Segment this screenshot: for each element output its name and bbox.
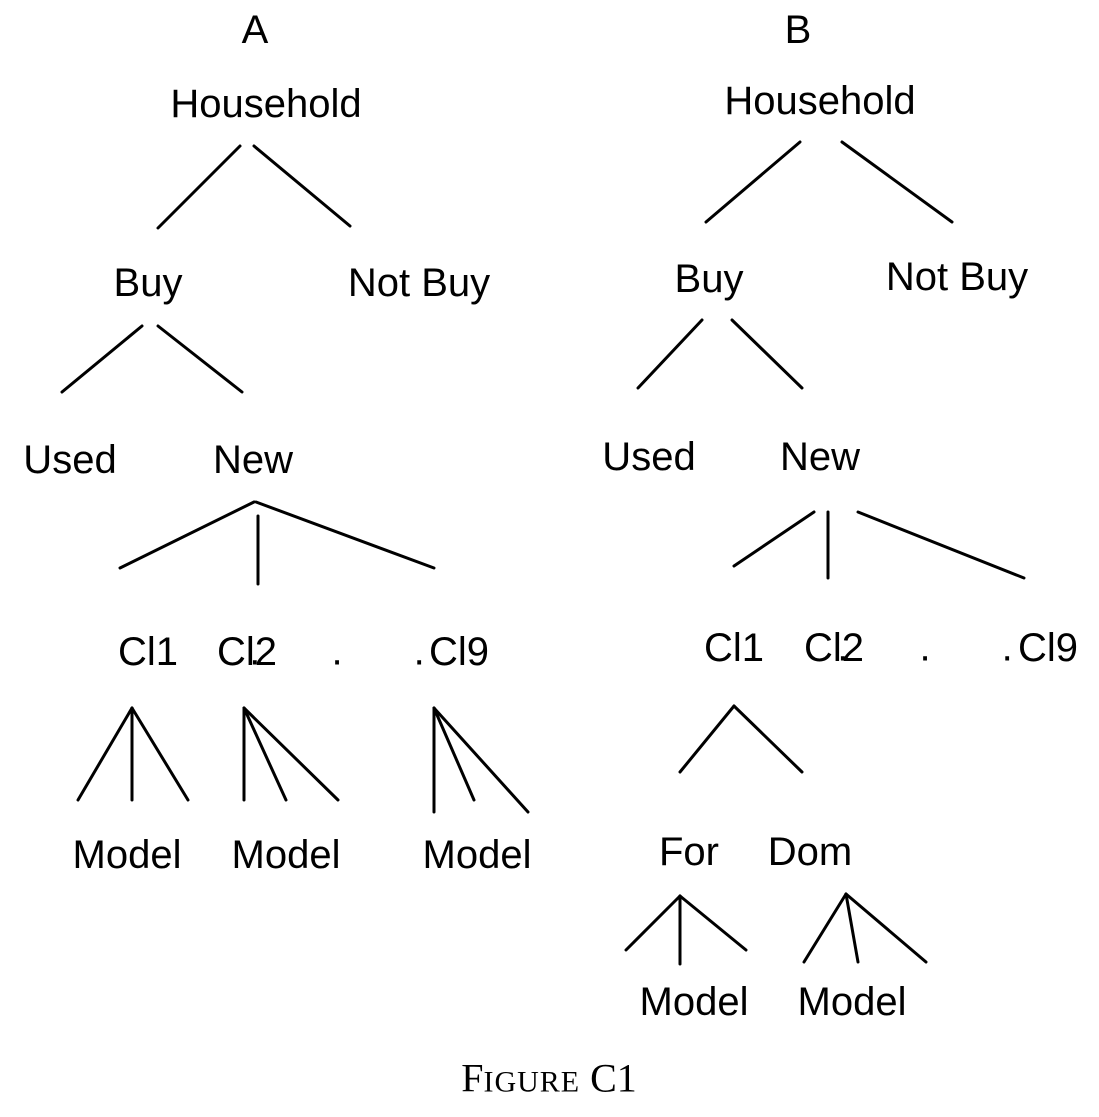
edge-a-cl9-m3 — [432, 706, 530, 814]
edge-a-cl2-m3 — [242, 706, 340, 802]
edge-a-buy-new — [156, 324, 244, 394]
panel-a-class-node: Cl1 — [117, 630, 179, 674]
panel-b-class-node: Cl9 — [1017, 626, 1079, 670]
edge-a-household-notbuy — [252, 144, 352, 228]
edge-a-cl1-m3 — [130, 706, 190, 802]
edge-a-buy-used — [60, 324, 144, 394]
panel-b-label: B — [784, 8, 812, 52]
panel-a-model-node: Model — [422, 833, 532, 877]
edge-a-cl9-m2 — [432, 706, 476, 802]
edge-a-cl1-m1 — [76, 706, 134, 802]
edge-b-household-notbuy — [840, 140, 954, 224]
panel-b-model-node: Model — [797, 980, 907, 1024]
edge-b-household-buy — [704, 140, 802, 224]
edge-b-dom-m1 — [802, 892, 848, 964]
panel-b-class-node: Cl1 — [703, 626, 765, 670]
panel-b-class-node: Cl2 — [803, 626, 865, 670]
panel-b-foreign-node: For — [659, 830, 719, 874]
edge-b-buy-used — [636, 318, 704, 390]
panel-b-domestic-node: Dom — [767, 830, 853, 874]
edge-b-new-cl9 — [856, 510, 1026, 580]
panel-a-model-node: Model — [72, 833, 182, 877]
panel-b-used-node: Used — [602, 435, 696, 479]
panel-b-notbuy-node: Not Buy — [885, 255, 1029, 299]
caption-number: C1 — [590, 1055, 637, 1101]
edge-b-cl1-dom — [732, 704, 804, 774]
figure-caption: FIGURE C1 — [461, 1055, 637, 1102]
edge-b-for-m3 — [678, 894, 748, 952]
panel-a-model-node: Model — [231, 833, 341, 877]
panel-a-household-node: Household — [170, 82, 362, 126]
panel-a-class-node: Cl9 — [428, 630, 490, 674]
edge-a-cl2-m2 — [242, 706, 288, 802]
panel-a-used-node: Used — [23, 438, 117, 482]
edge-a-new-cl9 — [254, 500, 436, 570]
panel-b-buy-node: Buy — [674, 257, 744, 301]
panel-a-ellipsis: . . . — [249, 629, 455, 674]
panel-b-model-node: Model — [639, 980, 749, 1024]
edge-b-dom-m2 — [844, 892, 860, 964]
panel-b-new-node: New — [779, 435, 861, 479]
panel-a-notbuy-node: Not Buy — [347, 261, 491, 305]
edge-b-for-m1 — [624, 894, 682, 952]
edge-b-dom-m3 — [844, 892, 928, 964]
edge-b-cl1-for — [678, 704, 736, 774]
edge-b-buy-new — [730, 318, 804, 390]
panel-a-class-node: Cl2 — [216, 630, 278, 674]
edge-b-new-cl1 — [732, 510, 816, 568]
panel-a-label: A — [241, 8, 269, 52]
caption-initial: F — [461, 1055, 484, 1101]
edge-a-household-buy — [156, 144, 242, 230]
panel-b-household-node: Household — [724, 79, 916, 123]
panel-b-ellipsis: . . . — [837, 625, 1043, 670]
panel-a-new-node: New — [212, 438, 294, 482]
edge-a-new-cl1 — [118, 500, 256, 570]
caption-smallcaps: IGURE — [483, 1065, 581, 1099]
panel-a-buy-node: Buy — [113, 261, 183, 305]
